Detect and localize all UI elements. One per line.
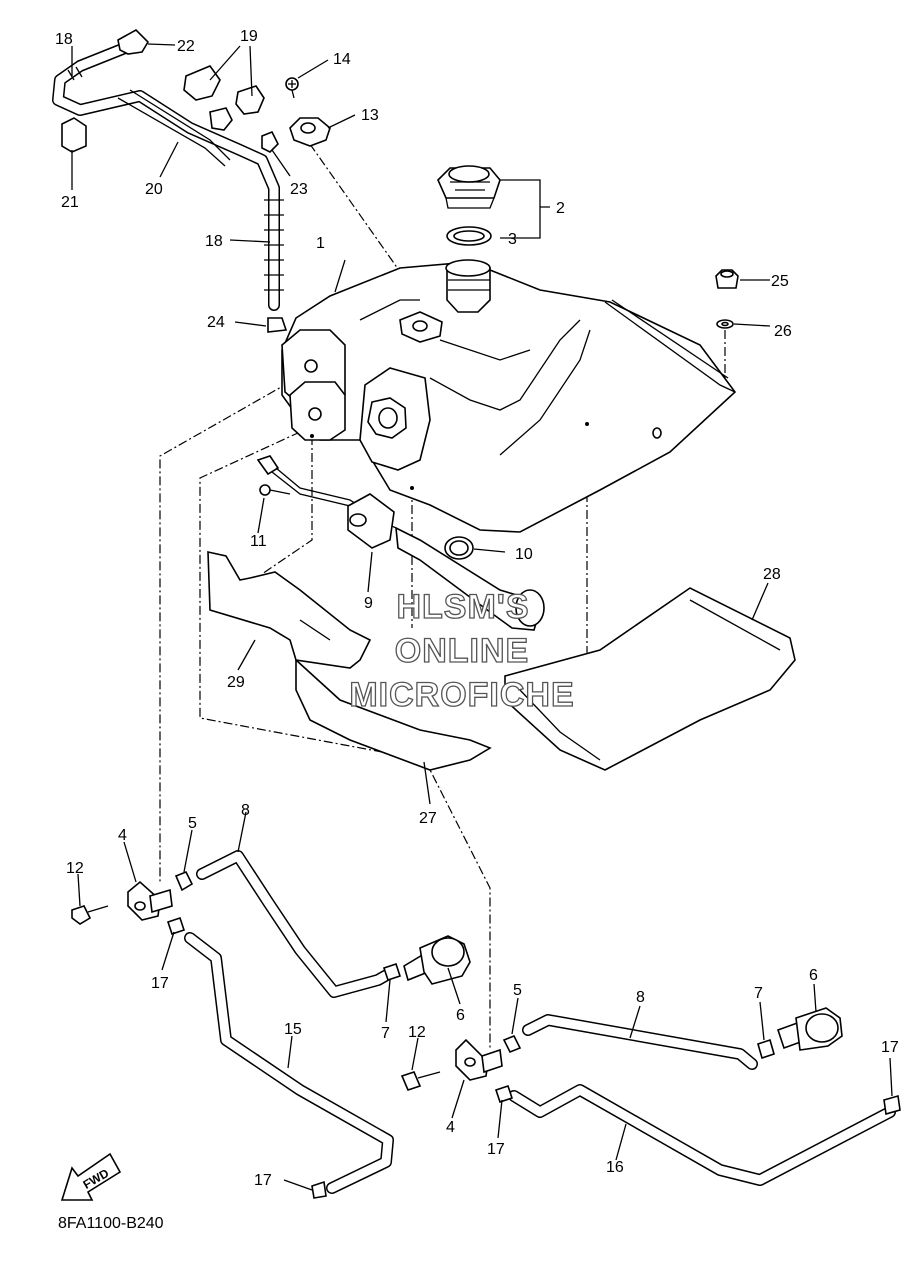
- callout-27: 27: [419, 810, 437, 827]
- fuel-cap: [437, 165, 501, 209]
- leader-lines: [71, 43, 893, 1191]
- fuel-pump: [256, 455, 545, 631]
- callout-17a: 17: [151, 975, 169, 992]
- callout-7b: 7: [754, 985, 763, 1002]
- left-fuel-cock-group: [71, 850, 471, 1199]
- assembly-guide-lines: [159, 129, 726, 1050]
- callout-4b: 4: [446, 1119, 455, 1136]
- callout-7a: 7: [381, 1025, 390, 1042]
- callout-5b: 5: [513, 982, 522, 999]
- callout-19: 19: [240, 28, 258, 45]
- callout-16: 16: [606, 1159, 624, 1176]
- cap-gasket: [446, 226, 492, 246]
- vent-screw: [285, 77, 299, 99]
- callout-6b: 6: [809, 967, 818, 984]
- vent-fitting: [289, 117, 331, 147]
- callout-8b: 8: [636, 989, 645, 1006]
- forward-arrow-icon: FWD: [60, 1152, 122, 1201]
- callout-2: 2: [556, 200, 565, 217]
- callout-1: 1: [316, 235, 325, 252]
- callout-13: 13: [361, 107, 379, 124]
- pump-bolt: [259, 484, 291, 496]
- callout-labels: 1 2 3 4 4 5 5 6 6 7 7 8 8 9 10 11 12 12 …: [55, 28, 899, 1189]
- right-fuel-cock-group: [400, 1007, 901, 1186]
- callout-26: 26: [774, 323, 792, 340]
- breather-hose-assembly: [52, 29, 288, 333]
- callout-21: 21: [61, 194, 79, 211]
- callout-5a: 5: [188, 815, 197, 832]
- callout-25: 25: [771, 273, 789, 290]
- callout-17d: 17: [881, 1039, 899, 1056]
- callout-9: 9: [364, 595, 373, 612]
- callout-10: 10: [515, 546, 533, 563]
- callout-6a: 6: [456, 1007, 465, 1024]
- callout-24: 24: [207, 314, 225, 331]
- diagram-code: 8FA1100-B240: [58, 1215, 164, 1232]
- callout-18b: 18: [205, 233, 223, 250]
- callout-12b: 12: [408, 1024, 426, 1041]
- callout-14: 14: [333, 51, 351, 68]
- watermark-line-1: HLSM'S: [396, 588, 529, 626]
- callout-3: 3: [508, 231, 517, 248]
- callout-8a: 8: [241, 802, 250, 819]
- callout-22: 22: [177, 38, 195, 55]
- watermark-line-3: MICROFICHE: [349, 676, 574, 714]
- callout-17b: 17: [254, 1172, 272, 1189]
- pump-o-ring: [444, 536, 474, 560]
- callout-28: 28: [763, 566, 781, 583]
- callout-15: 15: [284, 1021, 302, 1038]
- callout-11: 11: [250, 533, 267, 550]
- callout-23: 23: [290, 181, 308, 198]
- watermark-line-2: ONLINE: [395, 632, 529, 670]
- heat-shield-right: [504, 587, 796, 771]
- tank-nut: [715, 269, 739, 289]
- fuel-tank: [281, 259, 737, 533]
- callout-29: 29: [227, 674, 245, 691]
- callout-17c: 17: [487, 1141, 505, 1158]
- callout-20: 20: [145, 181, 163, 198]
- heat-shield-left: [207, 550, 492, 771]
- callout-4a: 4: [118, 827, 127, 844]
- callout-12a: 12: [66, 860, 84, 877]
- callout-18a: 18: [55, 31, 73, 48]
- watermark: HLSM'S ONLINE MICROFICHE: [349, 587, 575, 714]
- tank-washer: [716, 319, 734, 329]
